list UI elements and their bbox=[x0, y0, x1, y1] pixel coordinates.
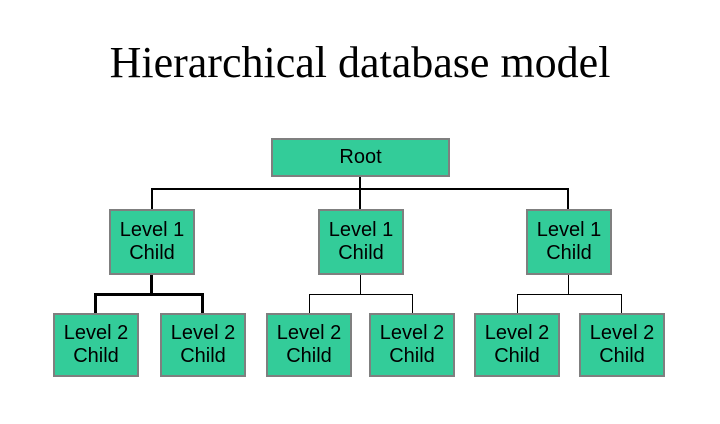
connector-left-group-drop-1 bbox=[94, 293, 97, 313]
connector-right-group-vertical bbox=[568, 275, 569, 295]
connector-top-horizontal bbox=[151, 188, 569, 190]
node-level2-2: Level 2 Child bbox=[160, 313, 246, 377]
connector-middle-group-vertical bbox=[360, 275, 361, 295]
node-level2-4-label: Level 2 Child bbox=[379, 322, 445, 367]
node-level1-middle: Level 1 Child bbox=[318, 209, 404, 275]
node-level2-6: Level 2 Child bbox=[579, 313, 665, 377]
connector-left-group-vertical bbox=[150, 275, 153, 295]
node-level2-6-label: Level 2 Child bbox=[589, 322, 655, 367]
node-level1-left: Level 1 Child bbox=[109, 209, 195, 275]
node-level1-right: Level 1 Child bbox=[526, 209, 612, 275]
connector-middle-group-drop-2 bbox=[412, 294, 413, 313]
connector-left-group-drop-2 bbox=[201, 293, 204, 313]
connector-right-group-horizontal bbox=[517, 294, 622, 295]
node-level2-3-label: Level 2 Child bbox=[276, 322, 342, 367]
connector-middle-group-horizontal bbox=[309, 294, 413, 295]
connector-root-vertical bbox=[359, 177, 361, 209]
node-level2-5-label: Level 2 Child bbox=[484, 322, 550, 367]
node-level2-1: Level 2 Child bbox=[53, 313, 139, 377]
node-root-label: Root bbox=[339, 146, 382, 168]
connector-left-group-horizontal bbox=[94, 293, 204, 296]
node-level1-left-label: Level 1 Child bbox=[119, 219, 185, 264]
connector-middle-group-drop-1 bbox=[309, 294, 310, 313]
connector-top-drop-right bbox=[567, 188, 569, 209]
node-level2-4: Level 2 Child bbox=[369, 313, 455, 377]
node-level2-2-label: Level 2 Child bbox=[170, 322, 236, 367]
node-level2-5: Level 2 Child bbox=[474, 313, 560, 377]
diagram-title: Hierarchical database model bbox=[109, 38, 611, 87]
node-level1-middle-label: Level 1 Child bbox=[328, 219, 394, 264]
connector-right-group-drop-1 bbox=[517, 294, 518, 313]
node-root: Root bbox=[271, 138, 450, 177]
connector-right-group-drop-2 bbox=[621, 294, 622, 313]
node-level2-1-label: Level 2 Child bbox=[63, 322, 129, 367]
connector-top-drop-left bbox=[151, 188, 153, 209]
node-level1-right-label: Level 1 Child bbox=[536, 219, 602, 264]
node-level2-3: Level 2 Child bbox=[266, 313, 352, 377]
